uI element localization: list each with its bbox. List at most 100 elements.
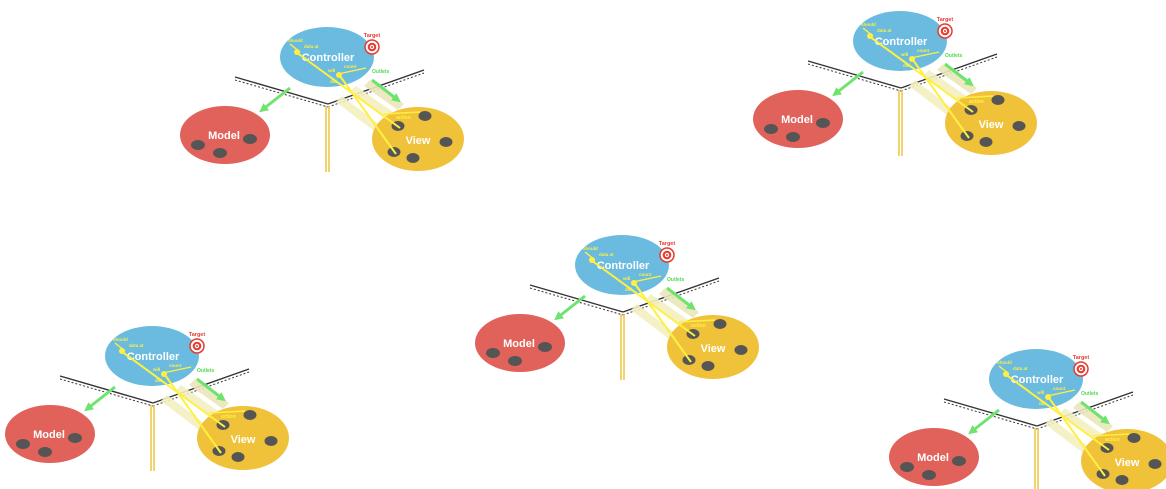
wall-line-left [234,76,329,105]
data-at-label: data at [1013,366,1028,371]
should-label: should [583,246,598,251]
action-label: action [691,323,706,329]
connector-bar-3 [364,80,404,110]
view-dot [264,436,278,446]
action-line [208,410,246,414]
delegate-line-2 [1048,397,1106,477]
delegate-line-3 [162,366,192,374]
outlets-label: Outlets [667,277,684,283]
wall-line-left [807,60,902,89]
will-label: will [622,276,630,281]
delegate-line-1 [120,350,226,428]
delegate-line-1 [295,51,401,129]
outlets-label: Outlets [372,69,389,75]
view-label: View [1115,457,1140,469]
view-dot [418,111,432,121]
view-dot [979,137,993,147]
target-icon-center [1080,368,1082,370]
wall-line-left [943,398,1038,427]
will-label: will [152,367,160,372]
model-ellipse [180,106,270,164]
controller-label: Controller [1011,374,1064,386]
outlets-label: Outlets [945,53,962,59]
controller-label: Controller [127,351,180,363]
outlets-label: Outlets [1081,391,1098,397]
did-label: did [625,287,632,292]
action-line [1092,433,1130,437]
will-label: will [900,52,908,57]
target-label: Target [937,17,954,23]
outlets-label: Outlets [197,368,214,374]
model-label: Model [503,338,535,350]
did-label: did [1039,401,1046,406]
connector-bar-1 [161,395,209,433]
model-dot [68,433,82,443]
count-label: count [917,48,930,53]
view-dot [991,95,1005,105]
model-dot [538,342,552,352]
target-label: Target [659,241,676,247]
did-label: did [330,79,337,84]
view-dot [734,345,748,355]
delegate-line-2 [339,75,397,155]
view-dot [406,153,420,163]
model-dot [900,462,914,472]
action-line [383,111,421,115]
view-dot [1127,433,1141,443]
model-dot [786,132,800,142]
view-dot [1115,475,1129,485]
target-label: Target [189,332,206,338]
outlets-arrow [666,286,696,311]
target-label: Target [1073,355,1090,361]
view-label: View [406,135,431,147]
model-label: Model [33,429,65,441]
count-label: count [639,272,652,277]
connector-bar-1 [631,304,679,342]
delegate-node-1 [1003,371,1009,377]
connector-bar-2 [1059,408,1105,442]
model-dot [952,456,966,466]
action-label: action [1105,437,1120,443]
action-label: action [396,115,411,121]
connector-bar-3 [1073,402,1113,432]
target-icon-center [371,46,373,48]
delegate-node-1 [119,348,125,354]
delegate-node-1 [589,257,595,263]
model-dot [764,124,778,134]
model-dot [191,140,205,150]
delegate-node-1 [294,49,300,55]
view-dot [439,137,453,147]
connector-bar-3 [937,64,977,94]
delegate-line-3 [1046,389,1076,397]
delegate-line-2 [164,374,222,454]
view-label: View [979,119,1004,131]
model-dot [213,148,227,158]
model-dot [38,447,52,457]
action-line [956,95,994,99]
delegate-line-2 [634,283,692,363]
should-label: should [997,360,1012,365]
delegate-line-1 [868,35,974,113]
target-icon-center [666,254,668,256]
model-dot [486,348,500,358]
outlets-arrow [944,62,974,87]
outlets-arrow [1080,400,1110,425]
connector-bar-1 [909,80,957,118]
model-ellipse [889,428,979,486]
controller-label: Controller [597,260,650,272]
action-label: action [221,414,236,420]
model-dot [922,470,936,480]
action-line [678,319,716,323]
delegate-node-2 [336,72,342,78]
did-label: did [155,378,162,383]
should-label: should [113,337,128,342]
model-label: Model [781,114,813,126]
outlets-arrow [196,377,226,402]
controller-to-model-arrow [84,385,116,412]
controller-to-model-arrow [554,294,586,321]
connector-bar-3 [189,379,229,409]
connector-bar-3 [659,288,699,318]
